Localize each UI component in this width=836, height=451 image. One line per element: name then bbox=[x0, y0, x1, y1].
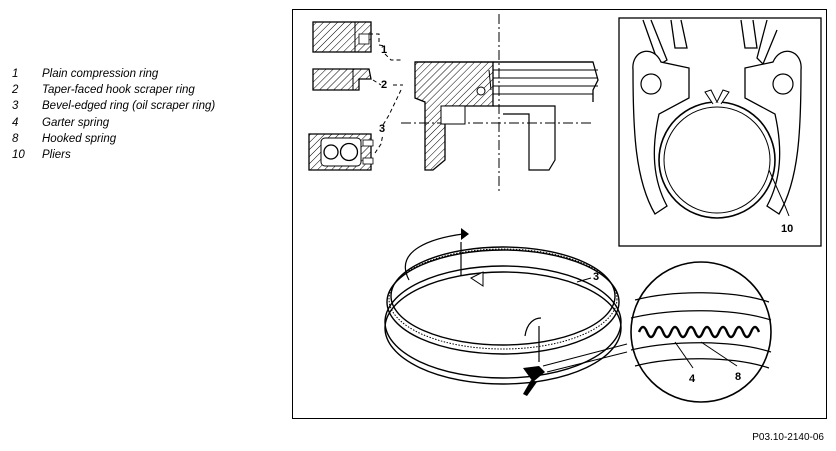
legend-number: 2 bbox=[12, 84, 19, 97]
legend-item: 10 Pliers bbox=[12, 147, 215, 163]
ring-section-1 bbox=[312, 21, 372, 53]
legend-item: 4 Garter spring bbox=[12, 115, 215, 131]
ring-assembly: 3 bbox=[384, 228, 628, 396]
legend-label: Garter spring bbox=[42, 116, 110, 129]
legend-number: 4 bbox=[12, 116, 19, 129]
callout-4: 4 bbox=[689, 373, 696, 385]
spring-detail: 4 8 bbox=[630, 261, 772, 403]
legend: 1 Plain compression ring 2 Taper-faced h… bbox=[12, 66, 215, 163]
legend-number: 10 bbox=[12, 149, 25, 162]
ring-section-2 bbox=[312, 68, 372, 91]
callout-2: 2 bbox=[381, 79, 387, 91]
piston-ring-diagram: 1 2 3 bbox=[308, 14, 822, 403]
ring-section-3 bbox=[308, 133, 374, 171]
legend-item: 3 Bevel-edged ring (oil scraper ring) bbox=[12, 98, 215, 114]
callout-10: 10 bbox=[781, 223, 793, 235]
callout-3: 3 bbox=[379, 123, 385, 135]
legend-number: 8 bbox=[12, 132, 19, 145]
figure-code: P03.10-2140-06 bbox=[752, 432, 824, 443]
piston-section bbox=[401, 14, 599, 192]
diagram-frame: 1 2 3 bbox=[292, 9, 827, 419]
legend-label: Bevel-edged ring (oil scraper ring) bbox=[42, 100, 216, 113]
legend-item: 2 Taper-faced hook scraper ring bbox=[12, 82, 215, 98]
legend-label: Plain compression ring bbox=[42, 68, 159, 80]
legend-label: Hooked spring bbox=[42, 132, 117, 145]
callout-1: 1 bbox=[381, 44, 387, 56]
legend-label: Taper-faced hook scraper ring bbox=[42, 84, 195, 97]
callout-3-ring: 3 bbox=[593, 271, 599, 283]
legend-number: 3 bbox=[12, 100, 19, 113]
legend-item: 8 Hooked spring bbox=[12, 131, 215, 147]
pliers-inset: 10 bbox=[618, 17, 822, 247]
legend-item: 1 Plain compression ring bbox=[12, 66, 215, 82]
callout-8: 8 bbox=[735, 371, 741, 383]
legend-number: 1 bbox=[12, 68, 19, 80]
legend-label: Pliers bbox=[42, 149, 71, 162]
